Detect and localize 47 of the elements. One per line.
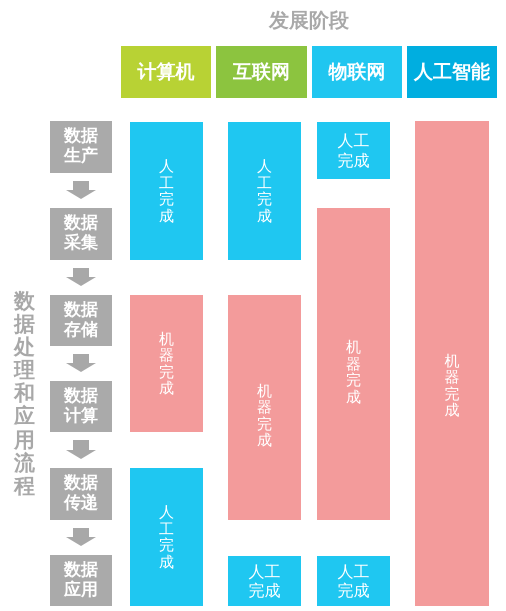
process-step-box [50,121,112,173]
arrow [66,268,96,286]
task-label: 机器完成 [159,330,174,396]
stage-header [312,46,402,98]
process-step-box [50,295,112,346]
task-label: 机器完成 [257,382,272,448]
task-block [228,295,301,520]
task-block [130,468,203,606]
flow-heading: 数据处理和应用流程 [14,290,35,498]
task-block [317,556,390,606]
task-block [228,556,301,606]
arrow [66,528,96,546]
task-block [317,122,390,179]
process-step-box [50,468,112,520]
task-label: 机器完成 [346,339,361,405]
stage-label: 物联网 [328,60,386,84]
stage-label: 计算机 [138,60,194,84]
task-block [415,121,489,606]
task-label: 人工完成 [159,158,174,224]
task-label: 机器完成 [444,352,460,418]
arrow [66,181,96,199]
step-label: 数据计算 [64,386,98,426]
arrow [66,354,96,372]
task-block [130,295,203,432]
task-label: 人工完成 [338,131,370,170]
task-label: 人工完成 [257,158,272,224]
step-label: 数据生产 [64,127,98,167]
process-step-box [50,208,112,260]
stage-heading: 发展阶段 [268,8,350,32]
stage-header [121,46,211,98]
stage-header [216,46,307,98]
step-label: 数据应用 [64,560,98,600]
stage-label: 互联网 [233,60,290,84]
step-label: 数据传递 [64,474,98,514]
task-block [228,122,301,260]
step-label: 数据采集 [64,214,98,254]
task-label: 人工完成 [248,562,280,600]
task-block [317,208,390,520]
task-block [130,122,203,260]
task-label: 人工完成 [159,504,174,570]
step-label: 数据存储 [64,300,98,340]
arrow [66,440,96,459]
task-label: 人工完成 [338,562,370,600]
process-step-box [50,381,112,432]
stage-label: 人工智能 [414,60,490,84]
stage-header [407,46,497,98]
process-step-box [50,555,112,606]
